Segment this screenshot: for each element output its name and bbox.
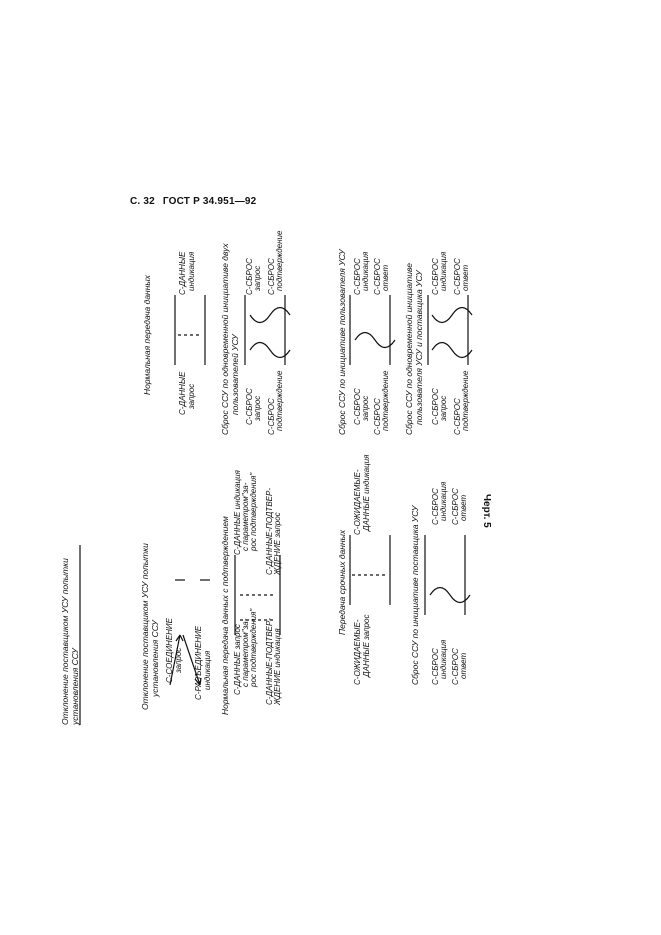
p2-caption: Нормальная передача данных — [142, 274, 152, 395]
p5-right-1: С-ОЖИДАЕМЫЕ- — [353, 469, 362, 535]
p7-left2-2: ответ — [459, 653, 468, 679]
p7-right2-2: ответ — [459, 495, 468, 521]
p3-left2-2: ЖДЕНИЕ индикация — [273, 628, 282, 706]
p4-left-2: запрос — [253, 396, 262, 422]
panel-2-diagram: Нормальная передача данных С-ДАННЫЕ запр… — [142, 251, 206, 415]
p3-right-3: рос подтверждения" — [249, 472, 258, 552]
p7-left2-1: С-СБРОС — [451, 648, 460, 685]
p8-right-1: С-СБРОС — [431, 258, 440, 295]
p4-left-1: С-СБРОС — [245, 388, 254, 425]
p1-left-2: запрос — [174, 648, 183, 674]
p4-caption-1: Сброс ССУ по одновременной инициативе дв… — [220, 243, 230, 435]
p2-right-2: индикация — [187, 251, 196, 291]
p1-caption-a: Отклонение поставщиком УСУ попытки — [140, 543, 150, 710]
p1-arrow-in-head — [175, 634, 184, 642]
p5-caption: Передача срочных данных — [337, 529, 347, 635]
p3-left2-1: С-ДАННЫЕ-ПОДТВЕР- — [265, 618, 274, 705]
p6-left2-1: С-СБРОС — [373, 398, 382, 435]
p2-left-2: запрос — [187, 384, 196, 410]
standard-number: ГОСТ Р 34.951—92 — [162, 196, 257, 207]
p6-left-1: С-СБРОС — [353, 388, 362, 425]
p1-left-1: С-СОЕДИНЕНИЕ — [165, 617, 174, 683]
p8-right-2: индикация — [439, 251, 448, 291]
p4-right-1: С-СБРОС — [245, 258, 254, 295]
p8-right2-1: С-СБРОС — [453, 258, 462, 295]
p8-left2-2: подтверждение — [461, 370, 470, 431]
p6-right-2: индикация — [361, 251, 370, 291]
p6-left2-2: подтверждение — [381, 370, 390, 431]
p4-caption-2: пользователей УСУ — [230, 333, 240, 415]
p1-arrow-out — [182, 634, 201, 686]
panel-7-diagram: Сброс ССУ по инициативе поставщика УСУ С… — [410, 481, 471, 685]
p2-right-1: С-ДАННЫЕ — [178, 251, 187, 295]
panel-6-diagram: Сброс ССУ по инициативе пользователя УСУ… — [337, 248, 396, 435]
p4-right-2: запрос — [253, 266, 262, 292]
p8-caption-2: пользователя УСУ и поставщика УСУ — [414, 269, 424, 425]
p2-left-1: С-ДАННЫЕ — [178, 371, 187, 415]
p4-right2-1: С-СБРОС — [267, 258, 276, 295]
p1-caption-line2: установления ССУ — [70, 647, 80, 726]
p3-right-1: С-ДАННЫЕ индикация — [233, 469, 242, 555]
p6-left-2: запрос — [361, 396, 370, 422]
p1-caption-b: установления ССУ — [150, 619, 160, 698]
page-number: С. 32 — [130, 196, 155, 207]
p3-left-1: С-ДАННЫЕ запрос — [233, 624, 242, 695]
p5-left-1: С-ОЖИДАЕМЫЕ- — [353, 619, 362, 685]
p1-left2-1: С-РАЗЪЕДИНЕНИЕ — [194, 625, 203, 700]
panel-1: Отклонение поставщиком УСУ попытки устан… — [60, 545, 81, 726]
panel-5-diagram: Передача срочных данных С-ОЖИДАЕМЫЕ- ДАН… — [337, 454, 391, 685]
p5-left-2: ДАННЫЕ запрос — [362, 615, 371, 678]
p7-reset-curve — [429, 586, 471, 604]
p7-right-2: индикация — [439, 481, 448, 521]
panel-3-diagram: Нормальная передача данных с подтвержден… — [220, 469, 282, 715]
p3-right-2: с параметром"за- — [241, 482, 250, 551]
p6-right2-1: С-СБРОС — [373, 258, 382, 295]
p3-left-3: рос подтверждения" — [249, 608, 258, 688]
p3-right2-1: С-ДАННЫЕ-ПОДТВЕР- — [265, 488, 274, 575]
p7-left-2: индикация — [439, 639, 448, 679]
p6-caption: Сброс ССУ по инициативе пользователя УСУ — [337, 248, 347, 435]
p4-right2-2: подтверждение — [275, 230, 284, 291]
p4-left2-1: С-СБРОС — [267, 398, 276, 435]
p7-right-1: С-СБРОС — [431, 488, 440, 525]
p7-caption: Сброс ССУ по инициативе поставщика УСУ — [410, 504, 420, 685]
p4-left2-2: подтверждение — [275, 370, 284, 431]
p3-caption: Нормальная передача данных с подтвержден… — [220, 516, 230, 715]
p8-left-2: запрос — [439, 396, 448, 422]
p3-left-2: с параметром"за- — [241, 618, 250, 687]
panel-8-diagram: Сброс ССУ по одновременной инициативе по… — [404, 251, 473, 435]
page-header: С. 32 ГОСТ Р 34.951—92 — [130, 196, 261, 207]
p1-arrow-in — [169, 634, 181, 686]
p5-right-2: ДАННЫЕ индикация — [362, 454, 371, 532]
p6-right-1: С-СБРОС — [353, 258, 362, 295]
p3-right2-2: ЖДЕНИЕ запрос — [273, 512, 282, 576]
p8-left-1: С-СБРОС — [431, 388, 440, 425]
p8-caption-1: Сброс ССУ по одновременной инициативе — [404, 263, 414, 435]
p1-left2-2: индикация — [203, 650, 212, 690]
p7-left-1: С-СБРОС — [431, 648, 440, 685]
p8-left2-1: С-СБРОС — [453, 398, 462, 435]
p7-right2-1: С-СБРОС — [451, 488, 460, 525]
p1-caption-line1: Отклонение поставщиком УСУ попытки — [60, 558, 70, 725]
p8-right2-2: ответ — [461, 265, 470, 291]
panel-1-diagram: Отклонение поставщиком УСУ попытки устан… — [140, 543, 212, 710]
panel-4-diagram: Сброс ССУ по одновременной инициативе дв… — [220, 230, 291, 435]
p6-right2-2: ответ — [381, 265, 390, 291]
